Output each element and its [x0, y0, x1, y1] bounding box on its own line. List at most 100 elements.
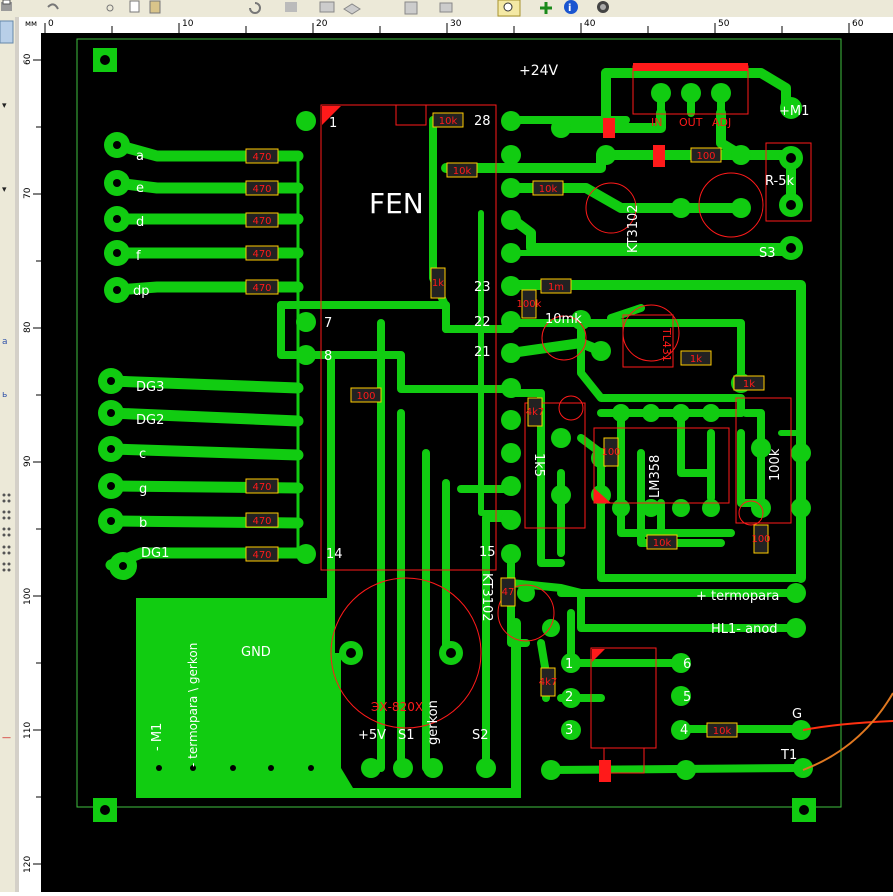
- pin-23: 23: [474, 280, 491, 295]
- group-icon[interactable]: [319, 1, 335, 13]
- v-tick-110: 110: [23, 722, 33, 739]
- pin-8: 8: [324, 349, 332, 364]
- dropdown-icon-2[interactable]: ▾: [2, 185, 7, 195]
- left-panel-icons: ▾ ▾ a ь —: [0, 20, 14, 743]
- svg-text:10k: 10k: [439, 116, 458, 127]
- svg-text:100: 100: [601, 447, 620, 458]
- resistor-1m: 1m: [540, 278, 572, 294]
- svg-text:470: 470: [252, 249, 271, 260]
- silk-labels: IN OUT ADJ TL431 ЭХ-820Х: [371, 116, 731, 714]
- svg-text:100: 100: [751, 534, 770, 545]
- mirror-icon[interactable]: [285, 2, 297, 12]
- svg-text:100: 100: [356, 391, 375, 402]
- resistor-1k-vert: 1k: [430, 267, 446, 299]
- v-tick-60: 60: [23, 53, 33, 65]
- label-gerkon: gerkon: [426, 700, 441, 745]
- resistors: 470 470 470 470 470 470 470 470 10k 10k …: [245, 112, 771, 738]
- digit-b: b: [139, 516, 147, 531]
- print-icon[interactable]: [1, 0, 12, 11]
- label-g: G: [792, 707, 802, 722]
- paste-icon[interactable]: [149, 0, 161, 14]
- svg-text:470: 470: [252, 482, 271, 493]
- resistor-a: 470: [245, 148, 279, 164]
- svg-text:1k: 1k: [432, 278, 444, 289]
- label-s1: S1: [398, 728, 415, 743]
- side-letter-b: ь: [2, 390, 7, 400]
- tool-icon[interactable]: [439, 2, 453, 13]
- copy-icon[interactable]: [129, 0, 140, 13]
- svg-text:47: 47: [502, 587, 515, 598]
- pcb-layout[interactable]: 470 470 470 470 470 470 470 470 10k 10k …: [41, 33, 893, 892]
- label-hl1: HL1- anod: [711, 622, 778, 637]
- panel-divider: [15, 17, 19, 892]
- plus-icon[interactable]: [540, 2, 552, 14]
- cap-label: 10mk: [545, 312, 582, 327]
- dropdown-icon-1[interactable]: ▾: [2, 101, 7, 111]
- resistor-10k-top: 10k: [432, 112, 464, 128]
- svg-text:10k: 10k: [539, 184, 558, 195]
- label-s2: S2: [472, 728, 489, 743]
- opamp-label: LM358: [648, 455, 663, 498]
- layer-icon[interactable]: [343, 3, 361, 15]
- svg-text:i: i: [568, 3, 571, 14]
- vertical-ruler: 60 70 80 90 100 110 120: [19, 33, 42, 892]
- kt-bottom-label: KT3102: [479, 573, 494, 622]
- gnd-pour-main: [136, 598, 331, 798]
- grid-icon[interactable]: [597, 1, 609, 13]
- svg-text:470: 470: [252, 152, 271, 163]
- svg-text:10k: 10k: [713, 726, 732, 737]
- resistor-10k-2: 10k: [446, 162, 478, 178]
- align-icon[interactable]: [404, 1, 418, 15]
- svg-text:4k7: 4k7: [526, 407, 545, 418]
- digit-dg2: DG2: [136, 413, 164, 428]
- info-icon[interactable]: i: [564, 0, 578, 14]
- pin-22: 22: [474, 315, 491, 330]
- resistor-10k-mid: 10k: [646, 534, 678, 550]
- h-tick-30: 30: [450, 19, 462, 29]
- magnifier-icon[interactable]: [497, 0, 521, 17]
- conn-2: 2: [565, 690, 573, 705]
- reg-in: IN: [651, 116, 662, 129]
- pot-label: R-5k: [765, 174, 794, 189]
- v-tick-90: 90: [23, 455, 33, 467]
- board-outline: [76, 38, 842, 808]
- svg-text:100: 100: [696, 151, 715, 162]
- rotate-icon[interactable]: [249, 2, 261, 14]
- gnd-label: GND: [241, 645, 271, 660]
- resistor-100-vert: 100: [601, 437, 621, 467]
- resistor-4k7-b: 4k7: [539, 667, 557, 697]
- silkscreen: [320, 65, 812, 774]
- toolbar-icons: i: [1, 0, 609, 17]
- seg-d: d: [136, 215, 144, 230]
- horizontal-ruler: мм 0 10 20 30 40 50 60: [19, 17, 893, 34]
- resistor-e: 470: [245, 180, 279, 196]
- undo-icon[interactable]: [47, 3, 59, 10]
- reg-out: OUT: [679, 116, 703, 129]
- resistor-100: 100: [350, 387, 382, 403]
- h-tick-50: 50: [718, 19, 730, 29]
- resistor-f: 470: [245, 245, 279, 261]
- pin-21: 21: [474, 345, 491, 360]
- resistor-d: 470: [245, 212, 279, 228]
- panel-tab[interactable]: [0, 20, 14, 44]
- h-tick-20: 20: [316, 19, 328, 29]
- pin-15: 15: [479, 545, 496, 560]
- pin-7: 7: [324, 316, 332, 331]
- pin-14: 14: [326, 547, 343, 562]
- side-letter-a: a: [2, 337, 8, 347]
- conn-3: 3: [565, 723, 573, 738]
- v-tick-100: 100: [23, 588, 33, 605]
- resistor-dp: 470: [245, 279, 279, 295]
- svg-text:470: 470: [252, 283, 271, 294]
- h-tick-10: 10: [182, 19, 194, 29]
- r1k5-label: 1k5: [531, 453, 546, 477]
- scissors-icon[interactable]: [106, 4, 114, 12]
- seg-a: a: [136, 149, 144, 164]
- conn-6: 6: [683, 657, 691, 672]
- pad-holes: [100, 55, 809, 815]
- pcb-canvas[interactable]: 470 470 470 470 470 470 470 470 10k 10k …: [41, 33, 893, 892]
- motor-label: +M1: [779, 104, 809, 119]
- power-label: +24V: [519, 63, 559, 79]
- svg-text:470: 470: [252, 516, 271, 527]
- h-tick-0: 0: [48, 19, 54, 29]
